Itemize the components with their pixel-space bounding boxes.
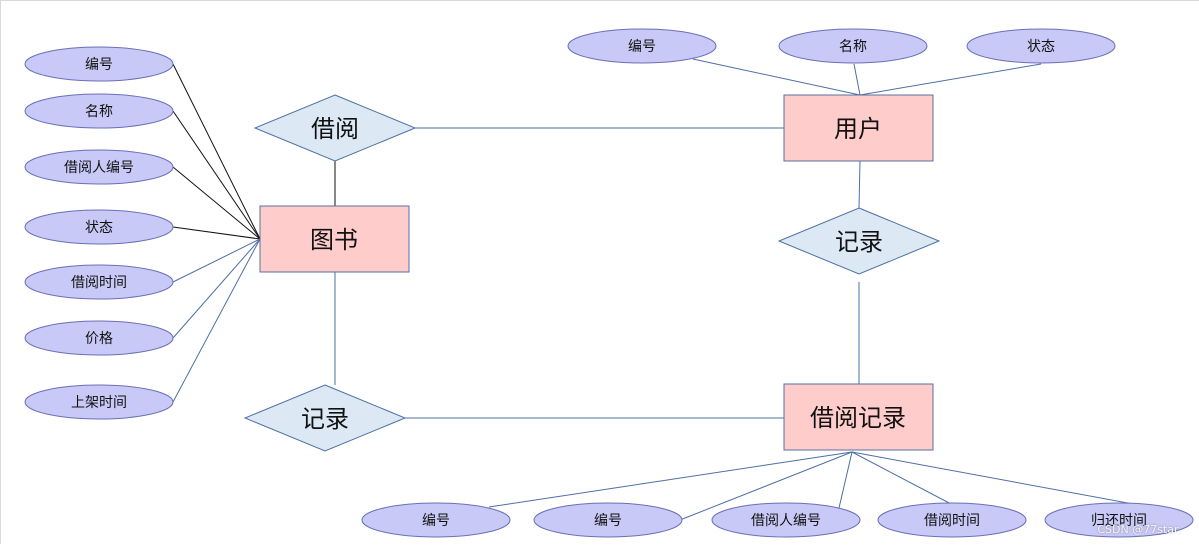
book-attr-label: 编号 bbox=[85, 57, 113, 73]
record-attr-label: 归还时间 bbox=[1091, 512, 1147, 529]
relation-borrow-label: 借阅 bbox=[311, 115, 359, 143]
record-attribute: 编号 bbox=[361, 502, 511, 538]
edge-user-attr-3 bbox=[859, 63, 1042, 96]
edge-record-attr-2 bbox=[679, 451, 853, 521]
edge-book-attr-7 bbox=[172, 238, 261, 403]
record-attribute: 借阅时间 bbox=[877, 502, 1027, 538]
edge-book-attr-6 bbox=[172, 238, 261, 339]
entity-borrow-record: 借阅记录 bbox=[783, 383, 934, 451]
relation-user-record: 记录 bbox=[777, 207, 941, 275]
entity-user-label: 用户 bbox=[834, 115, 882, 143]
user-attr-label: 状态 bbox=[1027, 39, 1055, 55]
record-attribute: 归还时间 bbox=[1044, 502, 1194, 538]
entity-book: 图书 bbox=[259, 205, 410, 273]
book-attribute: 上架时间 bbox=[24, 384, 174, 420]
user-attribute: 状态 bbox=[966, 28, 1116, 64]
entity-book-label: 图书 bbox=[310, 226, 358, 254]
record-attr-label: 编号 bbox=[594, 513, 622, 529]
edge-user-recordrel bbox=[858, 160, 861, 209]
book-attr-label: 上架时间 bbox=[71, 395, 127, 411]
record-attr-label: 借阅时间 bbox=[924, 513, 980, 529]
book-attribute: 借阅人编号 bbox=[24, 149, 174, 185]
book-attribute: 借阅时间 bbox=[24, 264, 174, 300]
user-attr-label: 名称 bbox=[839, 39, 867, 55]
book-attribute: 价格 bbox=[24, 320, 174, 356]
relation-borrow: 借阅 bbox=[253, 94, 417, 162]
record-attr-label: 编号 bbox=[422, 513, 450, 529]
book-attribute: 编号 bbox=[24, 46, 174, 82]
book-attribute: 状态 bbox=[24, 209, 174, 245]
book-attr-label: 名称 bbox=[85, 104, 113, 120]
book-attr-label: 状态 bbox=[85, 220, 113, 236]
edge-record-attr-4 bbox=[851, 451, 954, 506]
record-attribute: 编号 bbox=[533, 502, 683, 538]
entity-borrow-record-label: 借阅记录 bbox=[810, 404, 906, 432]
book-attr-label: 价格 bbox=[85, 331, 113, 347]
book-attribute: 名称 bbox=[24, 93, 174, 129]
edge-book-attr-1 bbox=[172, 63, 261, 240]
record-attribute: 借阅人编号 bbox=[711, 502, 861, 538]
watermark-text: CSDN @77star. bbox=[1097, 523, 1181, 536]
user-attr-label: 编号 bbox=[628, 39, 656, 55]
edge-user-attr-1 bbox=[692, 58, 861, 96]
edge-book-attr-5 bbox=[172, 238, 261, 283]
relation-user-record-label: 记录 bbox=[835, 228, 883, 256]
edge-book-attr-4 bbox=[172, 226, 261, 240]
relation-book-record: 记录 bbox=[243, 384, 407, 452]
book-attr-label: 借阅人编号 bbox=[64, 160, 134, 176]
edge-book-attr-3 bbox=[172, 166, 261, 240]
user-attribute: 编号 bbox=[567, 28, 717, 64]
edge-record-attr-5 bbox=[851, 451, 1172, 512]
relation-book-record-label: 记录 bbox=[301, 405, 349, 433]
edge-book-attr-2 bbox=[172, 110, 261, 240]
edge-user-attr-2 bbox=[853, 63, 861, 96]
user-attribute: 名称 bbox=[778, 28, 928, 64]
entity-user: 用户 bbox=[783, 94, 934, 162]
record-attr-label: 借阅人编号 bbox=[751, 513, 821, 529]
book-attr-label: 借阅时间 bbox=[71, 275, 127, 291]
edge-record-attr-1 bbox=[488, 451, 853, 508]
edge-record-attr-3 bbox=[838, 451, 853, 509]
